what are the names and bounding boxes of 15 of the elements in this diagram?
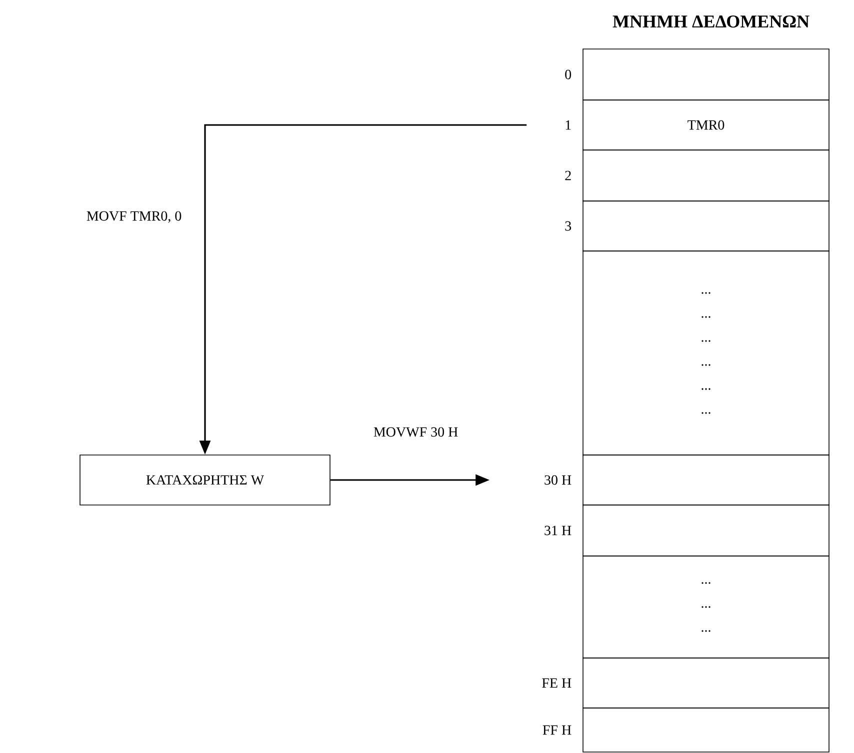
address-label: FF H [542,725,572,735]
memory-cell: TMR0 [582,100,830,150]
address-label: 0 [565,70,572,80]
edge-label: MOVF TMR0, 0 [85,210,183,224]
address-label: 31 H [544,526,572,536]
address-label: 3 [565,221,572,231]
address-label: FE H [542,678,572,688]
address-label: 2 [565,170,571,180]
memory-cell: ... ... ... [582,556,830,658]
address-label: 1 [566,120,571,130]
address-label: 30 H [544,475,572,485]
register-box: ΚΑΤΑΧΩΡΗΤΗΣ W [80,454,330,506]
edge-label: MOVWF 30 H [372,426,460,438]
table-heading: ΜΝΗΜΗ ΔΕΔΟΜΕΝΩΝ [612,16,810,28]
memory-cell: ... ... ... ... ... ... [582,250,830,456]
